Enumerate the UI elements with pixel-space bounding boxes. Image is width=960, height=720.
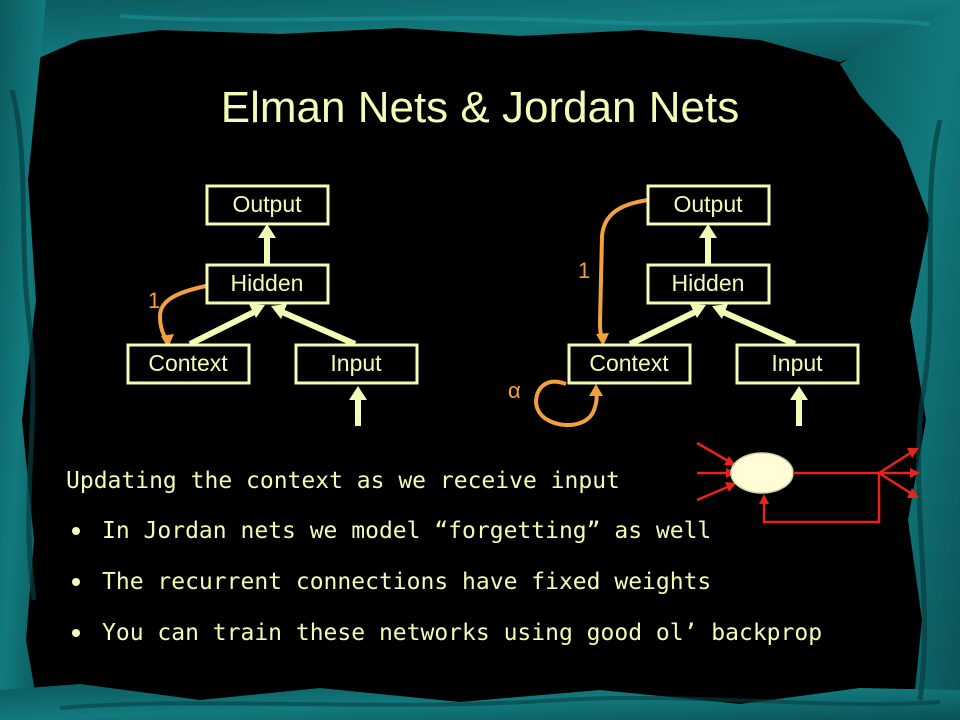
elman-input-to-hidden-arrowhead: [271, 304, 287, 319]
elman-net-diagram: 1 Output Hidden Context Input: [126, 184, 419, 426]
jordan-recurrent-arrowhead: [596, 333, 609, 346]
bullet-text: The recurrent connections have fixed wei…: [102, 569, 712, 595]
bullet-list: In Jordan nets we model “forgetting” as …: [70, 516, 822, 669]
jordan-output-label: Output: [673, 191, 743, 217]
jordan-context-to-hidden-arrowhead: [690, 304, 706, 318]
jordan-recurrent-weight-label: 1: [578, 258, 590, 283]
elman-hidden-label: Hidden: [231, 270, 304, 296]
neuron-feedback-loop: [762, 473, 881, 524]
jordan-external-input-arrowhead: [790, 386, 808, 400]
bullet-text: In Jordan nets we model “forgetting” as …: [102, 518, 712, 544]
elman-hidden-node: Hidden: [205, 263, 330, 305]
elman-context-label: Context: [148, 350, 228, 376]
bullet-item: In Jordan nets we model “forgetting” as …: [70, 516, 822, 567]
elman-recurrent-weight-label: 1: [148, 288, 160, 313]
jordan-recurrent-connection: [597, 198, 649, 339]
jordan-hidden-to-output-arrowhead: [699, 224, 717, 238]
jordan-input-to-hidden-edge: [721, 309, 797, 347]
neuron-feedback-arrowhead: [759, 494, 769, 504]
jordan-input-to-hidden-arrowhead: [712, 304, 728, 319]
neuron-input-arrowhead-1: [724, 456, 736, 466]
lead-text: Updating the context as we receive input: [66, 468, 620, 494]
jordan-self-loop-arrowhead: [589, 384, 603, 396]
neuron-input-line-1: [696, 441, 731, 464]
jordan-context-label: Context: [589, 350, 669, 376]
bullet-icon: [72, 629, 80, 637]
bullet-item: You can train these networks using good …: [70, 618, 822, 669]
neuron-output-branch-1: [878, 450, 913, 475]
elman-output-node: Output: [205, 184, 330, 226]
neuron-output-arrowhead-1: [907, 448, 919, 458]
elman-output-label: Output: [232, 191, 302, 217]
elman-context-to-hidden-arrowhead: [249, 304, 265, 318]
elman-input-to-hidden-edge: [280, 309, 357, 347]
jordan-hidden-label: Hidden: [672, 270, 745, 296]
jordan-input-label: Input: [771, 350, 823, 376]
jordan-context-node: Context: [567, 343, 692, 385]
slide-title: Elman Nets & Jordan Nets: [220, 83, 740, 132]
jordan-context-self-loop: [534, 379, 599, 427]
jordan-self-loop-weight-label: α: [508, 378, 521, 403]
jordan-net-diagram: 1 α Output Hidden Context Input: [508, 184, 860, 427]
neuron-output-arrowhead-3: [907, 488, 919, 498]
bullet-text: You can train these networks using good …: [102, 620, 823, 646]
bullet-item: The recurrent connections have fixed wei…: [70, 567, 822, 618]
self-feedback-neuron-diagram: [696, 441, 920, 524]
bullet-icon: [72, 578, 80, 586]
elman-external-input-arrowhead: [349, 386, 367, 400]
elman-recurrent-arrowhead: [161, 334, 174, 348]
jordan-context-to-hidden-edge: [628, 309, 697, 347]
elman-recurrent-connection: [157, 284, 207, 342]
elman-input-label: Input: [330, 350, 382, 376]
neuron-input-arrowhead-3: [725, 482, 736, 492]
neuron-input-line-3: [696, 484, 731, 502]
neuron-output-arrowhead-2: [910, 468, 920, 478]
jordan-output-node: Output: [646, 184, 771, 226]
neuron-body: [730, 452, 794, 494]
bullet-icon: [72, 527, 80, 535]
jordan-input-node: Input: [735, 343, 860, 385]
neuron-output-branch-3: [878, 471, 913, 496]
elman-context-node: Context: [126, 343, 251, 385]
elman-hidden-to-output-arrowhead: [258, 224, 276, 238]
elman-input-node: Input: [294, 343, 419, 385]
elman-context-to-hidden-edge: [188, 309, 256, 347]
jordan-hidden-node: Hidden: [646, 263, 771, 305]
